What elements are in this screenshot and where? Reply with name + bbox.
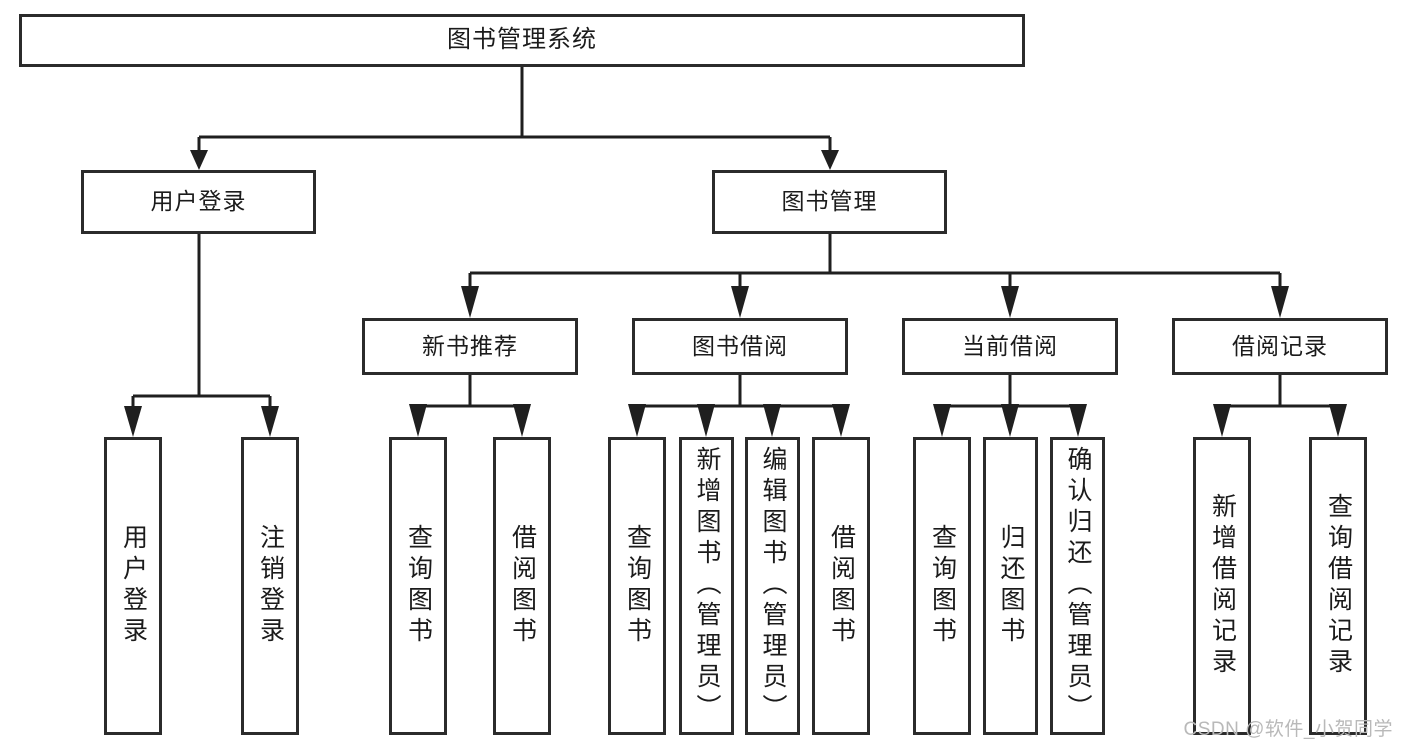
arrowhead-leaf-user-login-2 xyxy=(261,406,279,437)
leaf-new-book-query-book[interactable]: 查询图书 xyxy=(389,437,447,735)
leaf-new-book-borrow-book[interactable]: 借阅图书 xyxy=(493,437,551,735)
arrowhead-user-login xyxy=(190,150,208,170)
leaf-book-borrow-add-book-admin[interactable]: 新增图书（管理员） xyxy=(679,437,734,735)
leaf-user-login-login[interactable]: 用户登录 xyxy=(104,437,162,735)
node-current-borrow[interactable]: 当前借阅 xyxy=(902,318,1118,375)
leaf-label-book-borrow-add-book-admin: 新增图书（管理员） xyxy=(693,446,721,725)
node-user-login[interactable]: 用户登录 xyxy=(81,170,316,234)
arrowhead-leaf-book-borrow-1 xyxy=(628,404,646,437)
arrowhead-leaf-current-borrow-2 xyxy=(1001,404,1019,437)
leaf-label-new-book-query-book: 查询图书 xyxy=(404,524,433,648)
leaf-label-new-book-borrow-book: 借阅图书 xyxy=(508,524,537,648)
node-borrow-records[interactable]: 借阅记录 xyxy=(1172,318,1388,375)
leaf-label-borrow-records-query-record: 查询借阅记录 xyxy=(1324,493,1353,679)
node-label-root: 图书管理系统 xyxy=(447,26,597,54)
arrowhead-leaf-user-login-1 xyxy=(124,406,142,437)
leaf-current-borrow-return-book[interactable]: 归还图书 xyxy=(983,437,1038,735)
leaf-current-borrow-confirm-return-admin[interactable]: 确认归还（管理员） xyxy=(1050,437,1105,735)
leaf-label-book-borrow-edit-book-admin: 编辑图书（管理员） xyxy=(759,446,787,725)
leaf-borrow-records-query-record[interactable]: 查询借阅记录 xyxy=(1309,437,1367,735)
arrowhead-leaf-new-book-1 xyxy=(409,404,427,437)
arrowhead-leaf-book-borrow-4 xyxy=(832,404,850,437)
arrowhead-leaf-book-borrow-2 xyxy=(697,404,715,437)
leaf-label-current-borrow-confirm-return-admin: 确认归还（管理员） xyxy=(1064,446,1092,725)
arrowhead-leaf-borrow-records-2 xyxy=(1329,404,1347,437)
node-book-management[interactable]: 图书管理 xyxy=(712,170,947,234)
node-label-book-management: 图书管理 xyxy=(781,188,878,215)
node-book-borrow[interactable]: 图书借阅 xyxy=(632,318,848,375)
leaf-label-current-borrow-return-book: 归还图书 xyxy=(997,524,1025,648)
arrowhead-leaf-borrow-records-1 xyxy=(1213,404,1231,437)
node-label-book-borrow: 图书借阅 xyxy=(692,332,788,359)
node-label-borrow-records: 借阅记录 xyxy=(1232,332,1328,359)
leaf-label-user-login-logout: 注销登录 xyxy=(256,524,285,648)
leaf-label-book-borrow-query-book: 查询图书 xyxy=(623,524,652,648)
leaf-borrow-records-add-record[interactable]: 新增借阅记录 xyxy=(1193,437,1251,735)
leaf-label-current-borrow-query-book: 查询图书 xyxy=(928,524,957,648)
arrowhead-current-borrow xyxy=(1001,286,1019,318)
arrowhead-leaf-current-borrow-1 xyxy=(933,404,951,437)
node-new-book-recommend[interactable]: 新书推荐 xyxy=(362,318,578,375)
node-label-user-login: 用户登录 xyxy=(150,188,247,215)
arrowhead-leaf-book-borrow-3 xyxy=(763,404,781,437)
arrowhead-leaf-new-book-2 xyxy=(513,404,531,437)
node-label-current-borrow: 当前借阅 xyxy=(962,332,1058,359)
leaf-label-book-borrow-borrow-book: 借阅图书 xyxy=(827,524,856,648)
watermark-text: CSDN @软件_小贺同学 xyxy=(1183,719,1393,740)
leaf-current-borrow-query-book[interactable]: 查询图书 xyxy=(913,437,971,735)
leaf-book-borrow-borrow-book[interactable]: 借阅图书 xyxy=(812,437,870,735)
leaf-label-borrow-records-add-record: 新增借阅记录 xyxy=(1208,493,1237,679)
leaf-book-borrow-query-book[interactable]: 查询图书 xyxy=(608,437,666,735)
leaf-label-user-login-login: 用户登录 xyxy=(119,524,148,648)
node-root-book-management-system[interactable]: 图书管理系统 xyxy=(19,14,1025,67)
arrowhead-book-borrow xyxy=(731,286,749,318)
node-label-new-book-recommend: 新书推荐 xyxy=(422,332,518,359)
leaf-book-borrow-edit-book-admin[interactable]: 编辑图书（管理员） xyxy=(745,437,800,735)
leaf-user-login-logout[interactable]: 注销登录 xyxy=(241,437,299,735)
arrowhead-borrow-records xyxy=(1271,286,1289,318)
arrowhead-new-book-recommend xyxy=(461,286,479,318)
arrowhead-book-mgmt xyxy=(821,150,839,170)
arrowhead-leaf-current-borrow-3 xyxy=(1069,404,1087,437)
